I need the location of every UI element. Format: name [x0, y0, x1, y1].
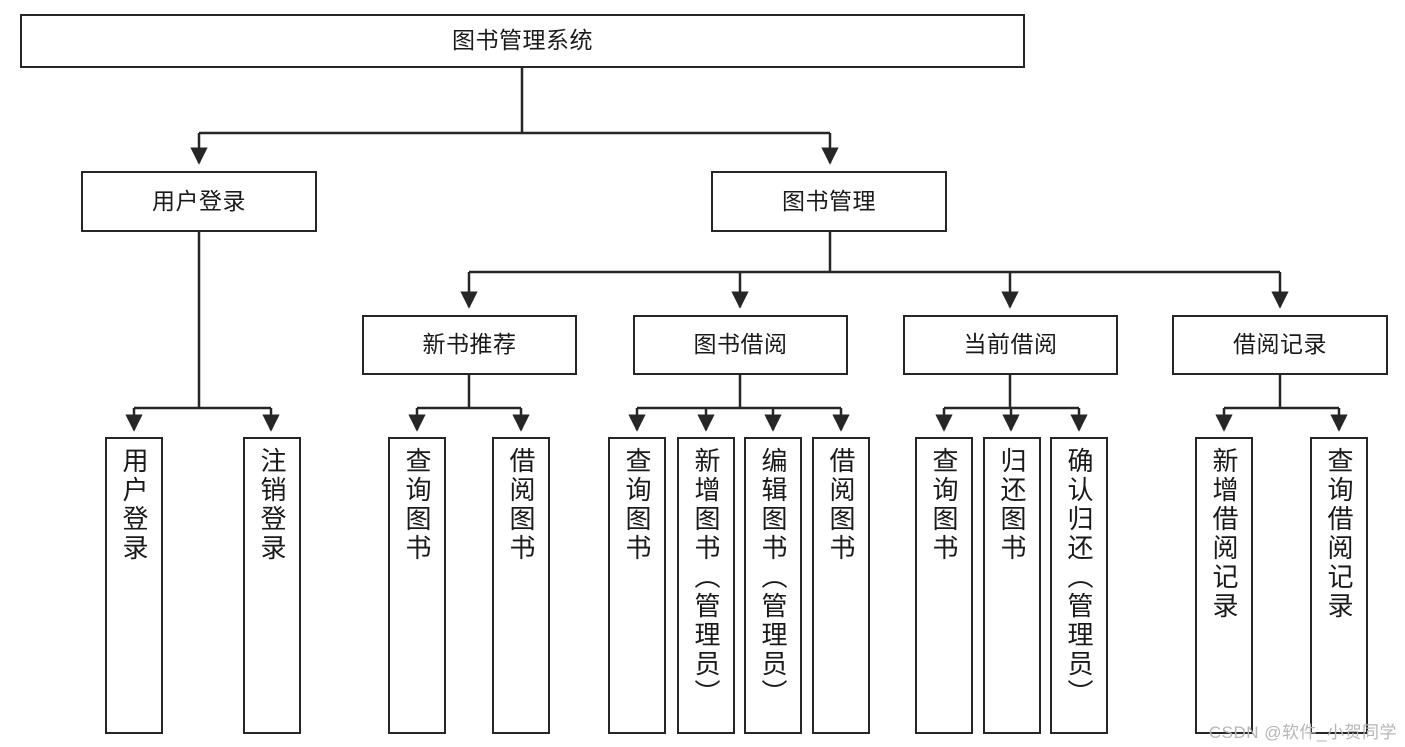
- node-label: 借阅图书: [506, 447, 536, 563]
- node-label: 图书管理系统: [452, 27, 593, 54]
- node-label: 借阅记录: [1233, 331, 1327, 358]
- node-label: 新增图书（管理员）: [691, 447, 721, 708]
- leaf-query-book-2[interactable]: 查询图书: [608, 437, 666, 734]
- leaf-return-book[interactable]: 归还图书: [983, 437, 1041, 734]
- leaf-query-record[interactable]: 查询借阅记录: [1310, 437, 1368, 734]
- node-label: 查询图书: [402, 447, 432, 563]
- node-label: 图书管理: [782, 187, 876, 214]
- node-label: 新书推荐: [422, 331, 517, 358]
- node-root-system[interactable]: 图书管理系统: [20, 14, 1025, 68]
- node-label: 用户登录: [152, 187, 246, 214]
- node-label: 确认归还（管理员）: [1064, 447, 1094, 708]
- leaf-borrow-book-1[interactable]: 借阅图书: [492, 437, 550, 734]
- node-label: 归还图书: [997, 447, 1027, 563]
- node-borrow-record[interactable]: 借阅记录: [1172, 315, 1388, 375]
- node-label: 查询图书: [929, 447, 959, 563]
- leaf-query-book-1[interactable]: 查询图书: [388, 437, 446, 734]
- leaf-confirm-return[interactable]: 确认归还（管理员）: [1050, 437, 1108, 734]
- node-user-login[interactable]: 用户登录: [81, 171, 317, 232]
- node-label: 新增借阅记录: [1209, 447, 1239, 621]
- node-book-borrow[interactable]: 图书借阅: [633, 315, 848, 375]
- leaf-borrow-book-2[interactable]: 借阅图书: [812, 437, 870, 734]
- leaf-edit-book[interactable]: 编辑图书（管理员）: [744, 437, 802, 734]
- node-new-book-rec[interactable]: 新书推荐: [362, 315, 577, 375]
- leaf-user-login[interactable]: 用户登录: [105, 437, 163, 734]
- node-label: 图书借阅: [693, 331, 788, 358]
- node-label: 查询借阅记录: [1324, 447, 1354, 621]
- node-label: 用户登录: [119, 447, 149, 563]
- node-label: 查询图书: [622, 447, 652, 563]
- node-label: 当前借阅: [963, 331, 1058, 358]
- leaf-add-book[interactable]: 新增图书（管理员）: [677, 437, 735, 734]
- csdn-watermark: CSDN @软件_小贺同学: [1208, 723, 1397, 742]
- leaf-query-book-3[interactable]: 查询图书: [915, 437, 973, 734]
- leaf-add-record[interactable]: 新增借阅记录: [1195, 437, 1253, 734]
- leaf-logout[interactable]: 注销登录: [243, 437, 301, 734]
- node-book-manage[interactable]: 图书管理: [711, 171, 947, 232]
- node-label: 编辑图书（管理员）: [758, 447, 788, 708]
- node-current-borrow[interactable]: 当前借阅: [903, 315, 1118, 375]
- node-label: 借阅图书: [826, 447, 856, 563]
- node-label: 注销登录: [257, 447, 287, 563]
